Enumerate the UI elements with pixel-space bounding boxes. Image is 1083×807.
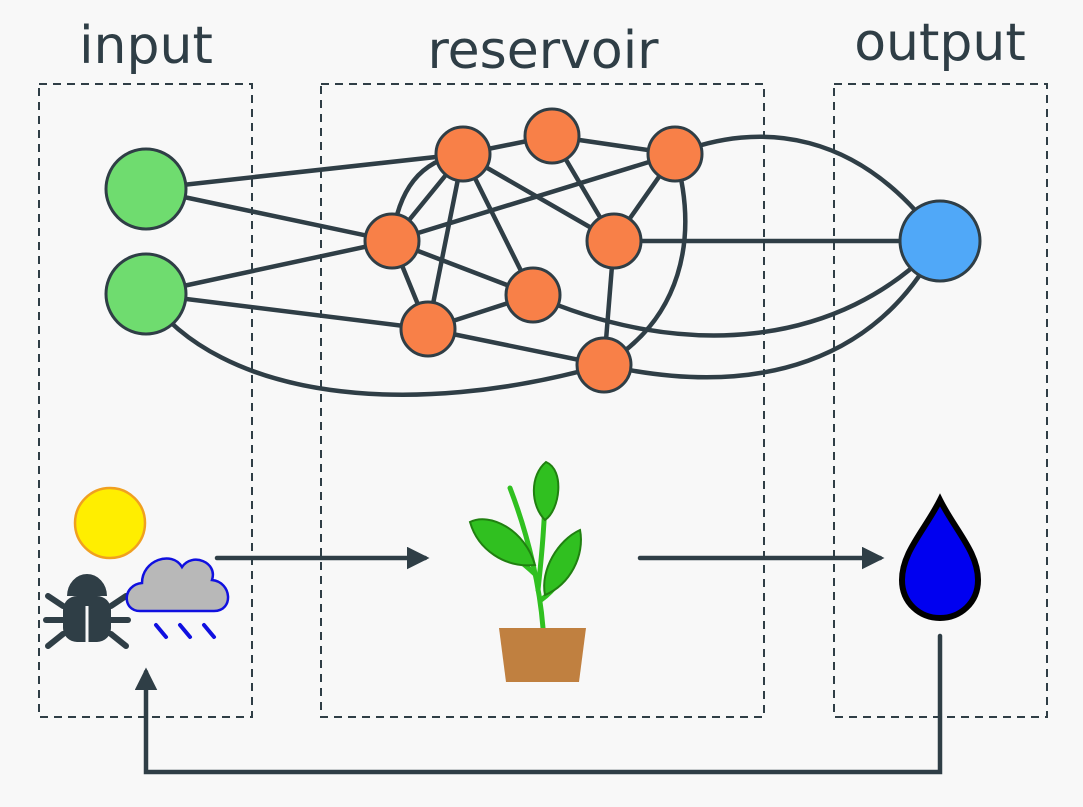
- edge-in1-r4: [143, 186, 397, 249]
- input-node-1: [104, 147, 188, 231]
- output-node: [898, 199, 982, 283]
- network-nodes: [104, 107, 982, 394]
- bottom-flow-arrows: [134, 546, 943, 775]
- edge-r3-r4: [387, 151, 678, 247]
- reservoir-node: [585, 212, 643, 270]
- input-node-2: [104, 252, 188, 336]
- sun-icon: [73, 486, 147, 560]
- edge-in1-r1: [143, 144, 468, 192]
- rain-cloud-icon: [125, 557, 230, 639]
- edge-r5-r1: [459, 151, 617, 244]
- reservoir-node: [575, 336, 633, 394]
- reservoir-node: [434, 125, 492, 183]
- edge-r8-out: [601, 236, 943, 380]
- reservoir-node: [504, 266, 562, 324]
- edge-r7-r8: [425, 326, 609, 373]
- bug-icon: [43, 574, 131, 649]
- edge-in2-r8: [143, 291, 609, 397]
- output-title: output: [854, 13, 1026, 73]
- edge-r1-r7: [420, 151, 466, 334]
- reservoir-node: [363, 212, 421, 270]
- water-drop-icon: [898, 493, 982, 622]
- feedback-arrow: [134, 633, 943, 775]
- reservoir-node: [399, 300, 457, 358]
- edge-r3-out: [672, 134, 943, 245]
- network-edges: [143, 127, 945, 397]
- edge-in2-r7: [143, 291, 433, 338]
- edge-r6-out: [530, 237, 944, 338]
- edge-in2-r4: [143, 233, 397, 297]
- reservoir-node: [646, 125, 704, 183]
- reservoir-title: reservoir: [427, 21, 659, 81]
- edge-r8-r3: [601, 149, 691, 368]
- output-box: [833, 83, 1048, 718]
- plant-icon: [468, 460, 586, 682]
- reservoir-node: [523, 107, 581, 165]
- reservoir-box: [320, 83, 765, 718]
- input-title: input: [79, 16, 213, 76]
